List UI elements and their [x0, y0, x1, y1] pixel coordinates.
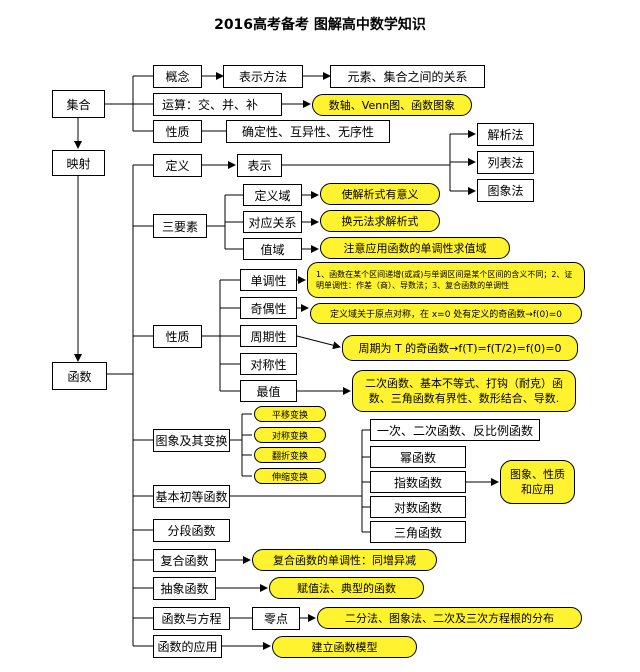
- node-zhiyu: 值域: [243, 238, 302, 260]
- note-duiying: 换元法求解析式: [320, 210, 440, 232]
- node-yuansu-guanxi: 元素、集合之间的关系: [330, 65, 485, 88]
- node-jiou: 奇偶性: [240, 297, 297, 319]
- note-duichengbh: 对称变换: [254, 427, 326, 443]
- note-jiou: 定义域关于原点对称，在 x=0 处有定义的奇函数→f(0)=0: [310, 303, 582, 324]
- node-jiben: 基本初等函数: [153, 485, 230, 508]
- node-zhishu: 指数函数: [370, 471, 466, 493]
- node-dingyiyu: 定义域: [243, 184, 302, 206]
- note-lingdian: 二分法、图象法、二次及三次方程根的分布: [317, 607, 582, 629]
- note-chouxiang: 赋值法、典型的函数: [269, 577, 424, 599]
- node-tuxiang: 图象及其变换: [153, 429, 230, 452]
- node-sanyaosu: 三要素: [153, 214, 207, 238]
- node-xingzhi-hanshu: 性质: [153, 325, 202, 348]
- node-fuhe: 复合函数: [153, 549, 216, 572]
- node-duiying: 对应关系: [243, 211, 302, 233]
- node-mi: 幂函数: [370, 446, 466, 468]
- title: 2016高考备考 图解高中数学知识: [214, 17, 426, 33]
- node-dingyi: 定义: [153, 154, 202, 177]
- note-zhiyu: 注意应用函数的单调性求值域: [320, 237, 510, 259]
- node-jihe: 集合: [52, 90, 105, 118]
- node-yunsuan: 运算：交、并、补: [153, 93, 282, 116]
- node-biaoshi: 表示: [237, 154, 282, 177]
- node-xingzhi-jihe: 性质: [153, 120, 202, 143]
- note-zuizhi: 二次函数、基本不等式、打钩（耐克）函数、三角函数有界性、数形结合、导数.: [352, 370, 576, 412]
- note-tuxiang-yingyong: 图象、性质和应用: [500, 460, 575, 504]
- note-zhouqi: 周期为 T 的奇函数→f(T)=f(T/2)=f(0)=0: [342, 335, 578, 361]
- node-queding: 确定性、互异性、无序性: [226, 120, 390, 143]
- node-fenduan: 分段函数: [153, 519, 230, 542]
- note-fuhe: 复合函数的单调性：同增异减: [252, 549, 437, 571]
- node-yici: 一次、二次函数、反比例函数: [370, 419, 540, 441]
- node-chouxiang: 抽象函数: [153, 577, 216, 600]
- node-gainian: 概念: [153, 65, 202, 88]
- node-duishu: 对数函数: [370, 496, 466, 518]
- node-hanshu: 函数: [52, 362, 107, 390]
- note-shuzhou: 数轴、Venn图、函数图象: [312, 94, 472, 116]
- note-dandiao: 1、函数在某个区间递增(或减)与单调区间是某个区间的含义不同；2、证明单调性：作…: [307, 262, 585, 298]
- node-sanjiao: 三角函数: [370, 521, 466, 543]
- node-duicheng: 对称性: [240, 353, 297, 375]
- node-zhouqi: 周期性: [240, 325, 297, 347]
- node-tuxiangfa: 图象法: [477, 179, 534, 202]
- node-jiexifa: 解析法: [477, 123, 534, 146]
- node-biaoshifangfa: 表示方法: [223, 65, 303, 88]
- note-yingyong: 建立函数模型: [272, 636, 417, 658]
- note-shensuo: 伸缩变换: [254, 468, 326, 484]
- node-liebiaofa: 列表法: [477, 151, 534, 174]
- note-fanzhe: 翻折变换: [254, 447, 326, 463]
- node-zuizhi: 最值: [240, 380, 297, 402]
- node-dandiao: 单调性: [240, 269, 297, 291]
- node-yingyong: 函数的应用: [153, 635, 222, 658]
- node-fangcheng: 函数与方程: [153, 607, 230, 630]
- node-lingdian: 零点: [252, 607, 300, 630]
- note-dingyiyu: 使解析式有意义: [320, 183, 440, 205]
- node-yingshe: 映射: [52, 150, 105, 176]
- note-pingyi: 平移变换: [254, 406, 326, 422]
